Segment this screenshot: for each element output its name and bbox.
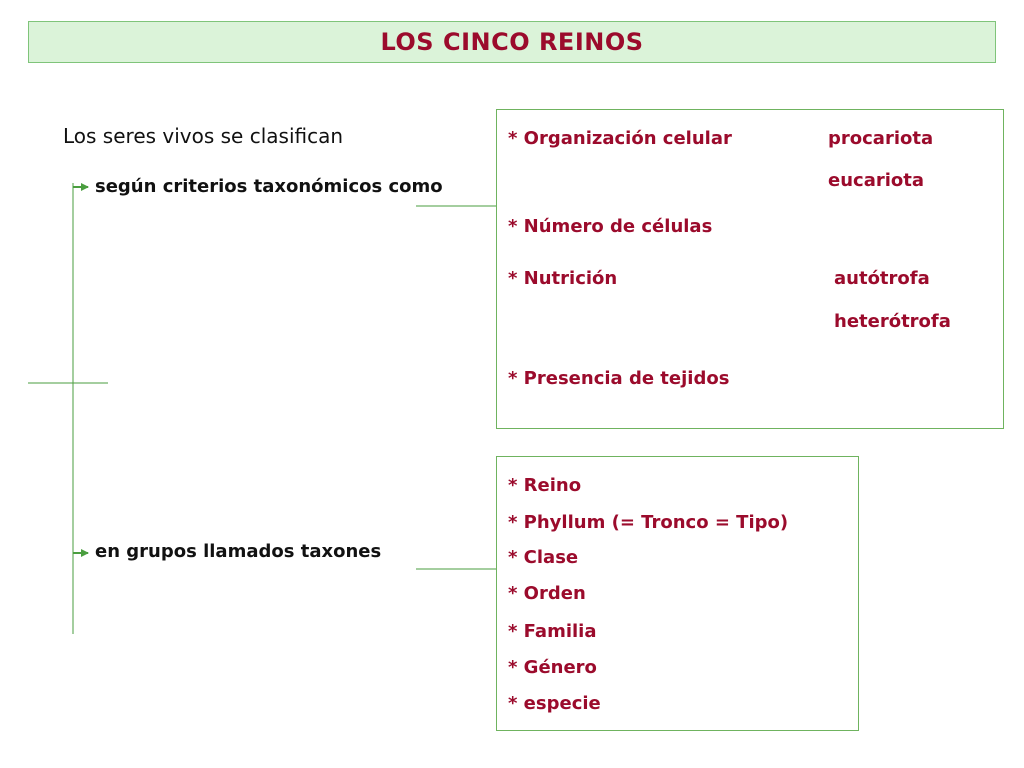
- value-heterotrofa: heterótrofa: [834, 311, 951, 332]
- intro-text: Los seres vivos se clasifican: [63, 124, 344, 148]
- title-bar: LOS CINCO REINOS: [28, 21, 996, 63]
- value-eucariota: eucariota: [828, 170, 925, 191]
- criterion-org-celular: * Organización celular: [508, 128, 732, 149]
- criteria-box: [496, 109, 1004, 429]
- page-title: LOS CINCO REINOS: [380, 28, 644, 56]
- taxon-item: * Clase: [508, 547, 579, 568]
- criterion-num-celulas: * Número de células: [508, 216, 713, 237]
- taxa-box: [496, 456, 859, 731]
- taxon-item: * Género: [508, 657, 597, 678]
- value-procariota: procariota: [828, 128, 934, 149]
- criterion-nutricion: * Nutrición: [508, 268, 618, 289]
- taxon-item: * Orden: [508, 583, 586, 604]
- taxon-item: * Phyllum (= Tronco = Tipo): [508, 512, 789, 533]
- taxon-item: * especie: [508, 693, 601, 714]
- branch-groups-label: en grupos llamados taxones: [95, 541, 382, 562]
- branch-criteria-label: según criterios taxonómicos como: [95, 176, 443, 197]
- criterion-tejidos: * Presencia de tejidos: [508, 368, 730, 389]
- taxon-item: * Familia: [508, 621, 597, 642]
- taxon-item: * Reino: [508, 475, 582, 496]
- value-autotrofa: autótrofa: [834, 268, 930, 289]
